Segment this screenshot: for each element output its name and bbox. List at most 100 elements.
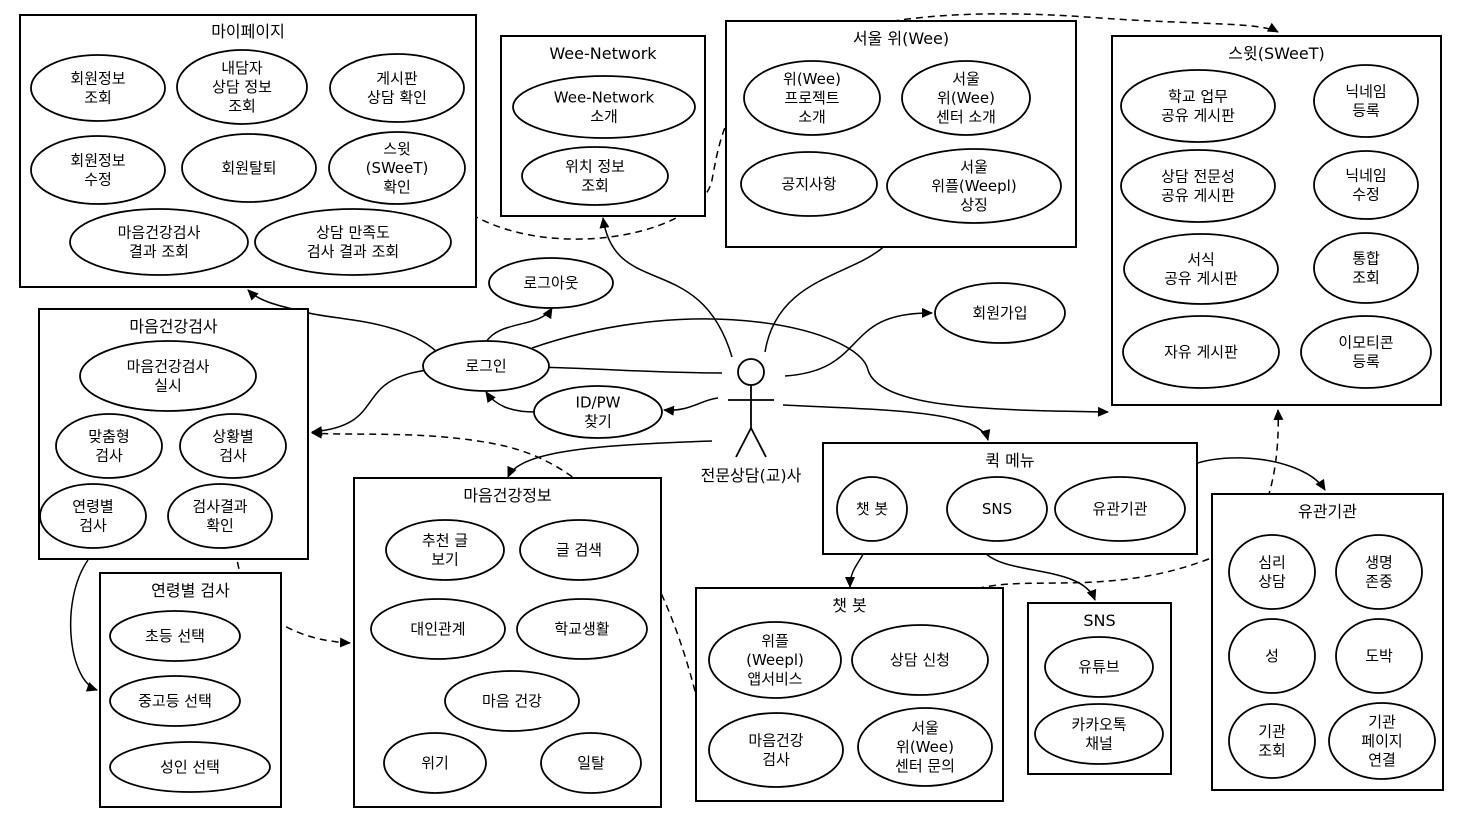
use-case-qm2[interactable]: SNS	[946, 476, 1048, 542]
use-case-ellipse[interactable]	[708, 621, 842, 699]
use-case-ag3[interactable]: 성	[1228, 618, 1316, 694]
use-case-logout[interactable]: 로그아웃	[488, 257, 614, 309]
use-case-ellipse[interactable]	[1335, 618, 1423, 694]
use-case-ellipse[interactable]	[1122, 315, 1280, 389]
use-case-ellipse[interactable]	[1123, 233, 1279, 305]
use-case-mi4[interactable]: 학교생활	[516, 598, 648, 660]
use-case-ellipse[interactable]	[1228, 703, 1316, 779]
use-case-ellipse[interactable]	[512, 75, 696, 139]
use-case-ellipse[interactable]	[857, 707, 993, 787]
use-case-ellipse[interactable]	[521, 146, 669, 206]
use-case-ellipse[interactable]	[444, 670, 580, 732]
use-case-ellipse[interactable]	[254, 208, 452, 276]
use-case-qm3[interactable]: 유관기관	[1054, 476, 1186, 542]
use-case-cb1[interactable]: 위플(Weepl)앱서비스	[708, 621, 842, 699]
use-case-ellipse[interactable]	[708, 712, 844, 788]
use-case-at2[interactable]: 중고등 선택	[109, 675, 241, 727]
use-case-ellipse[interactable]	[946, 476, 1048, 542]
use-case-ellipse[interactable]	[167, 483, 273, 549]
use-case-ellipse[interactable]	[519, 519, 639, 581]
use-case-ellipse[interactable]	[516, 598, 648, 660]
use-case-ellipse[interactable]	[740, 151, 878, 217]
use-case-ellipse[interactable]	[1300, 315, 1432, 389]
use-case-ellipse[interactable]	[370, 598, 506, 660]
use-case-ellipse[interactable]	[109, 741, 271, 793]
use-case-ellipse[interactable]	[79, 340, 257, 412]
use-case-mi6[interactable]: 위기	[383, 732, 487, 794]
use-case-ellipse[interactable]	[743, 60, 881, 136]
use-case-login[interactable]: 로그인	[422, 340, 550, 392]
use-case-ellipse[interactable]	[385, 519, 505, 581]
use-case-ellipse[interactable]	[109, 675, 241, 727]
use-case-mi1[interactable]: 추천 글보기	[385, 519, 505, 581]
use-case-ellipse[interactable]	[30, 54, 166, 122]
use-case-ellipse[interactable]	[30, 135, 166, 205]
use-case-ellipse[interactable]	[179, 413, 287, 479]
use-case-ellipse[interactable]	[383, 732, 487, 794]
use-case-sw3[interactable]: 공지사항	[740, 151, 878, 217]
use-case-ellipse[interactable]	[329, 53, 465, 123]
use-case-ellipse[interactable]	[934, 282, 1066, 344]
use-case-ellipse[interactable]	[1328, 702, 1436, 780]
use-case-sw2[interactable]: 서울위(Wee)센터 소개	[901, 60, 1031, 136]
use-case-ellipse[interactable]	[886, 148, 1062, 224]
use-case-ellipse[interactable]	[1228, 618, 1316, 694]
use-case-ellipse[interactable]	[1313, 64, 1419, 138]
use-case-ellipse[interactable]	[1044, 636, 1154, 698]
use-case-mp6[interactable]: 스윗(SWeeT)확인	[328, 131, 466, 205]
use-case-qm1[interactable]: 챗 봇	[836, 476, 908, 542]
use-case-ellipse[interactable]	[1034, 703, 1164, 765]
use-case-ellipse[interactable]	[1228, 534, 1316, 610]
use-case-ellipse[interactable]	[1313, 232, 1419, 304]
use-case-ellipse[interactable]	[328, 131, 466, 205]
use-case-cb3[interactable]: 마음건강검사	[708, 712, 844, 788]
use-case-cb4[interactable]: 서울위(Wee)센터 문의	[857, 707, 993, 787]
use-case-ellipse[interactable]	[109, 610, 241, 662]
use-case-mi2[interactable]: 글 검색	[519, 519, 639, 581]
use-case-mp5[interactable]: 회원탈퇴	[181, 133, 317, 203]
use-case-st7[interactable]: 자유 게시판	[1122, 315, 1280, 389]
use-case-mi3[interactable]: 대인관계	[370, 598, 506, 660]
use-case-ellipse[interactable]	[488, 257, 614, 309]
use-case-ellipse[interactable]	[1120, 69, 1276, 143]
use-case-ellipse[interactable]	[1313, 150, 1419, 220]
use-case-ellipse[interactable]	[181, 133, 317, 203]
use-case-ellipse[interactable]	[1054, 476, 1186, 542]
use-case-ellipse[interactable]	[422, 340, 550, 392]
use-case-mi5[interactable]: 마음 건강	[444, 670, 580, 732]
use-case-at1[interactable]: 초등 선택	[109, 610, 241, 662]
use-case-ag4[interactable]: 도박	[1335, 618, 1423, 694]
use-case-cb2[interactable]: 상담 신청	[851, 624, 989, 696]
use-case-mi7[interactable]: 일탈	[540, 732, 642, 794]
use-case-sn1[interactable]: 유튜브	[1044, 636, 1154, 698]
use-case-at3[interactable]: 성인 선택	[109, 741, 271, 793]
use-case-ellipse[interactable]	[55, 413, 163, 479]
